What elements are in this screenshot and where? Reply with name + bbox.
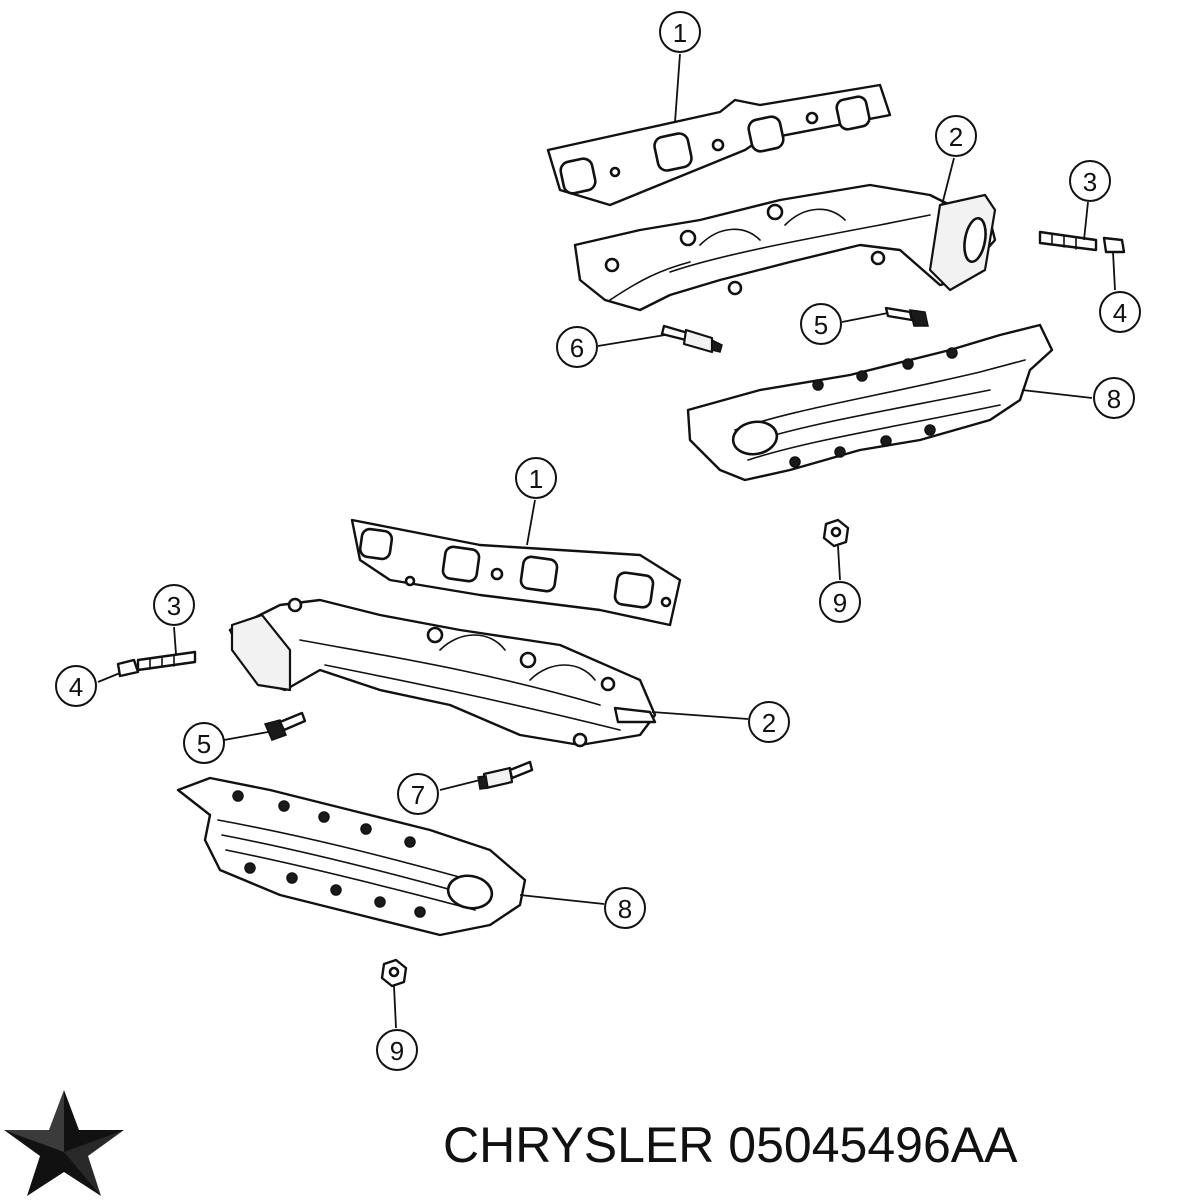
callout-number: 3 (1083, 167, 1097, 197)
callout-number: 6 (570, 333, 584, 363)
callout-upper-nut: 4 (1099, 291, 1141, 333)
callout-lower-heat-shield: 8 (604, 887, 646, 929)
upper-bolt (884, 306, 929, 327)
upper-gasket (546, 83, 892, 207)
callout-number: 5 (814, 310, 828, 340)
upper-stud (1038, 230, 1098, 252)
part-number: 05045496AA (728, 1117, 1018, 1173)
callout-upper-sensor-stud: 6 (556, 326, 598, 368)
callout-number: 4 (69, 672, 83, 702)
callout-number: 8 (618, 894, 632, 924)
callout-lower-shield-nut: 9 (376, 1029, 418, 1071)
callout-upper-bolt: 5 (800, 303, 842, 345)
lower-gasket (350, 518, 682, 627)
callout-upper-stud: 3 (1069, 160, 1111, 202)
pentastar-shape (4, 1090, 124, 1196)
upper-shield-nut (822, 518, 850, 548)
brand-name: CHRYSLER (443, 1117, 715, 1173)
callout-number: 7 (411, 780, 425, 810)
upper-exhaust-manifold (573, 183, 997, 312)
upper-heat-shield (686, 323, 1054, 482)
callout-upper-shield-nut: 9 (819, 581, 861, 623)
part-identifier: CHRYSLER 05045496AA (443, 1110, 1193, 1180)
upper-nut (1102, 236, 1126, 254)
lower-exhaust-manifold (228, 597, 657, 748)
callout-number: 9 (833, 588, 847, 618)
callout-lower-manifold: 2 (748, 701, 790, 743)
callout-number: 2 (949, 122, 963, 152)
callout-upper-manifold: 2 (935, 115, 977, 157)
lower-heat-shield (176, 776, 527, 937)
lower-sensor-stud (477, 760, 534, 790)
callout-number: 2 (762, 708, 776, 738)
callout-number: 1 (529, 464, 543, 494)
callout-lower-stud: 3 (153, 584, 195, 626)
callout-lower-gasket: 1 (515, 457, 557, 499)
callout-upper-gasket: 1 (659, 11, 701, 53)
lower-stud (136, 650, 197, 672)
pentastar-icon (4, 1090, 124, 1196)
lower-bolt (263, 711, 307, 741)
callout-number: 4 (1113, 298, 1127, 328)
upper-sensor-stud (660, 324, 723, 354)
lower-nut (116, 658, 140, 678)
callout-lower-sensor-stud: 7 (397, 773, 439, 815)
callout-number: 8 (1107, 384, 1121, 414)
callout-number: 1 (673, 18, 687, 48)
callout-upper-heat-shield: 8 (1093, 377, 1135, 419)
callout-lower-bolt: 5 (183, 722, 225, 764)
callout-number: 9 (390, 1036, 404, 1066)
callout-number: 3 (167, 591, 181, 621)
lower-shield-nut (380, 958, 408, 988)
callout-number: 5 (197, 729, 211, 759)
leader-lines (97, 53, 1116, 1029)
callout-lower-nut: 4 (55, 665, 97, 707)
